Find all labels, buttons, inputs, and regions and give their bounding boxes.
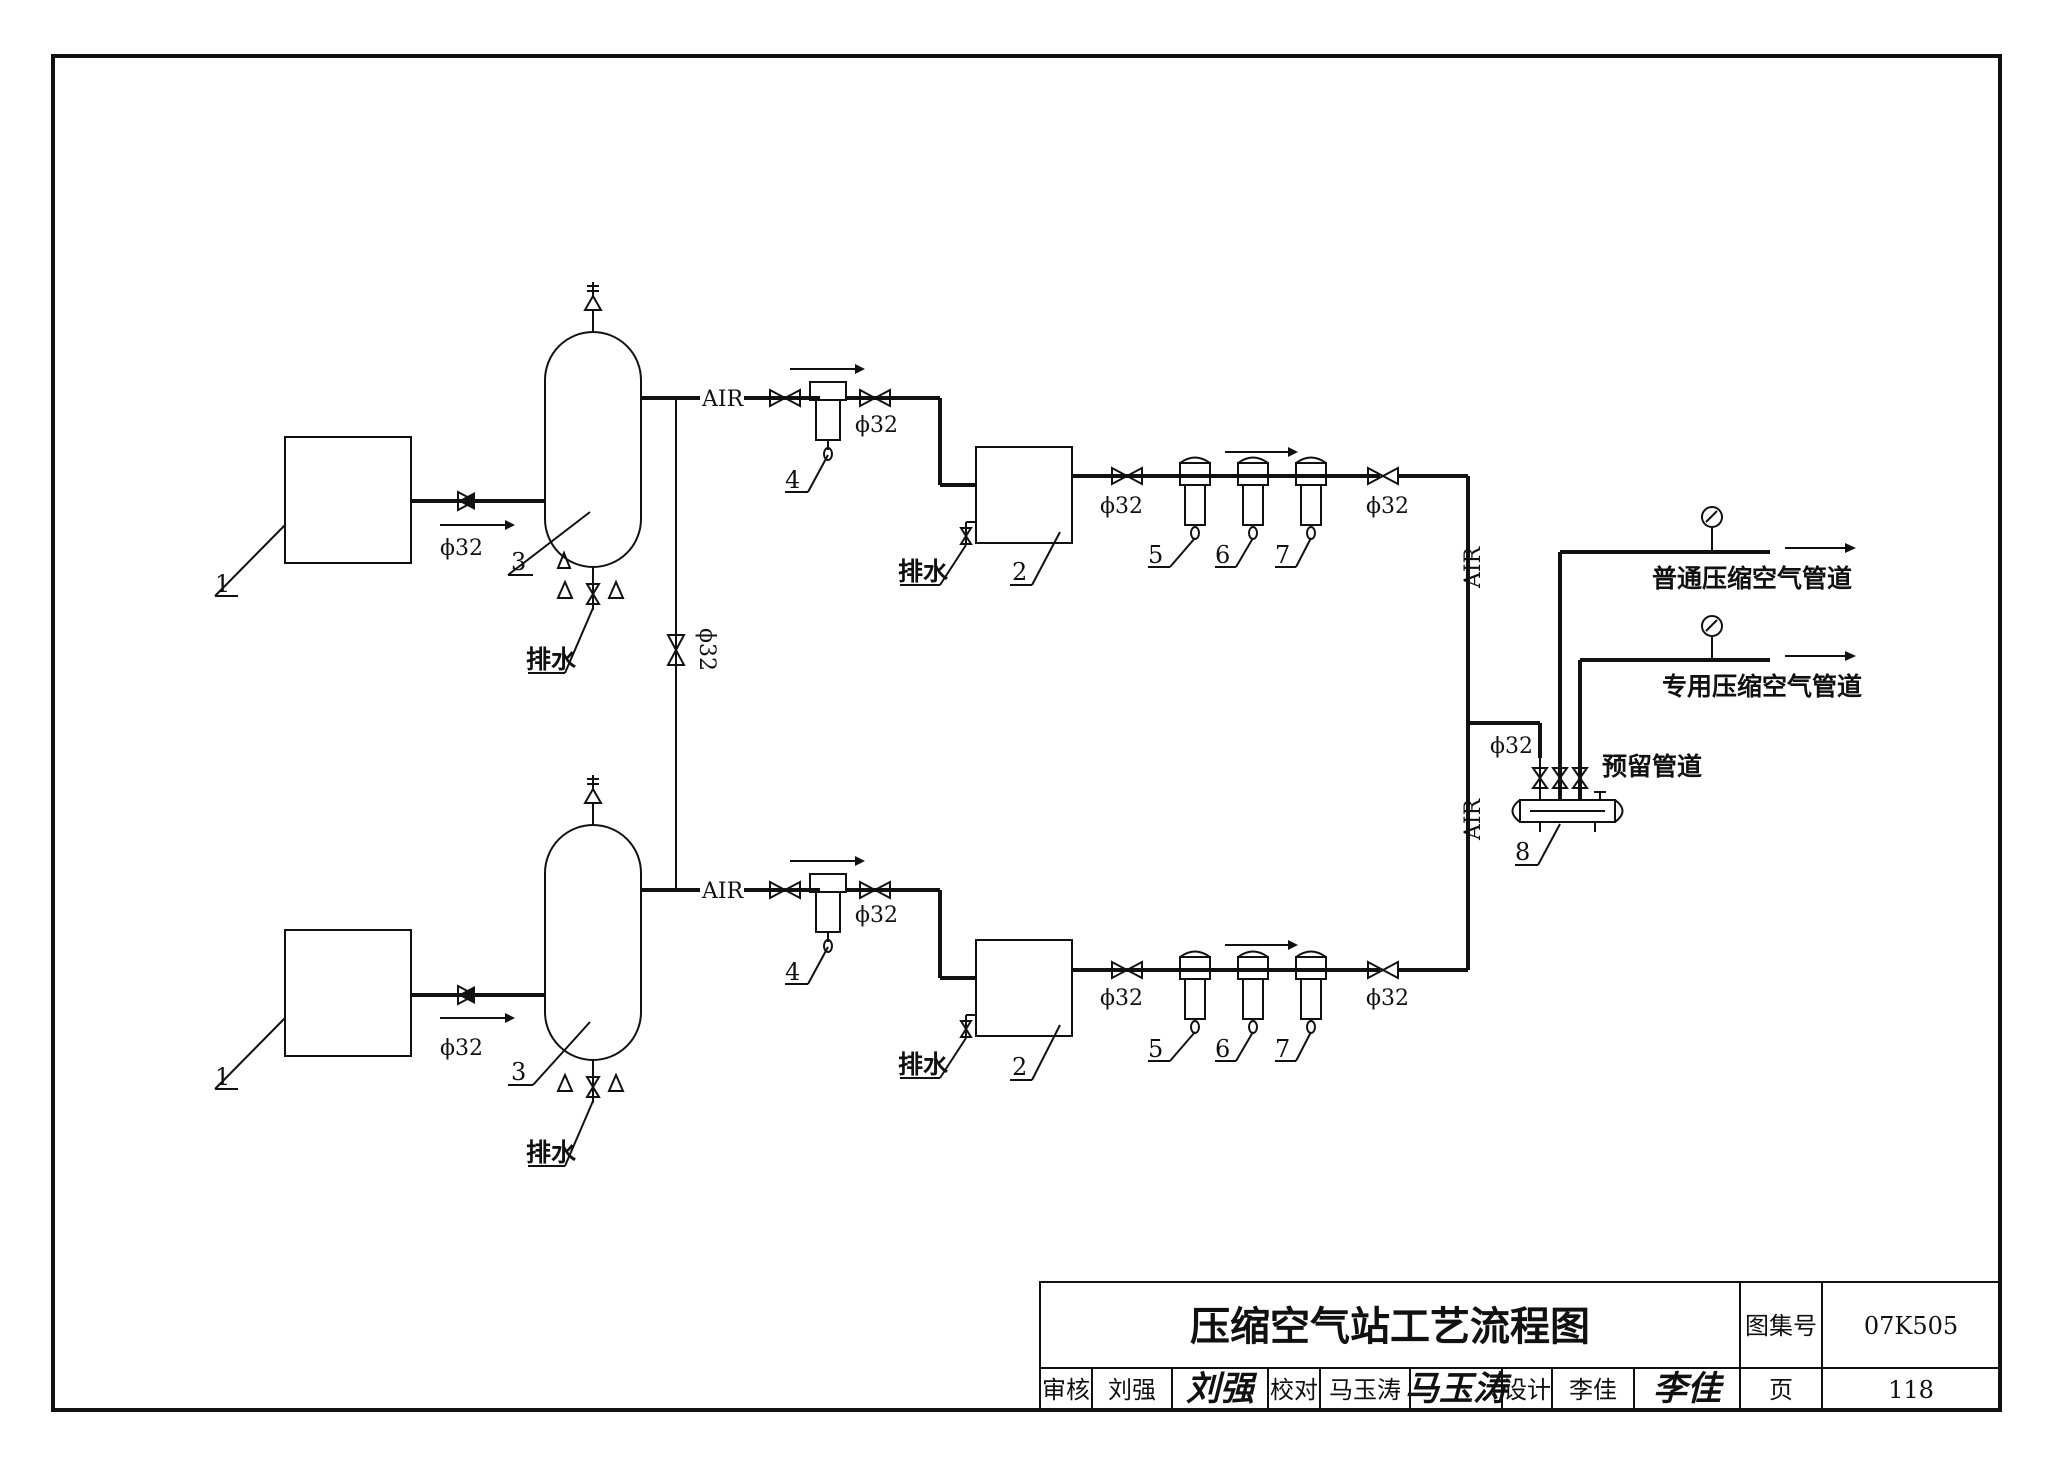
item-number: 5 [1148, 1035, 1163, 1063]
air-tank [544, 331, 642, 568]
item-number: 3 [511, 1058, 526, 1086]
air-tank [544, 824, 642, 1061]
pipe-size-label: ϕ32 [694, 628, 719, 671]
pipe-size-label: ϕ32 [855, 413, 898, 438]
designer-name: 李佳 [1569, 1376, 1617, 1404]
drain-label: 排水 [526, 645, 577, 674]
pipe-size-label: ϕ32 [1100, 494, 1143, 519]
lower-train: 1 ϕ32 3 排水 AIR [214, 775, 1468, 1167]
header-assembly: AIR AIR ϕ32 8 预留管道 普通压缩空气管道 [1461, 476, 1862, 970]
item-number: 7 [1275, 541, 1290, 569]
item-number: 7 [1275, 1035, 1290, 1063]
designer-signature: 李佳 [1653, 1369, 1725, 1409]
pipe-size-label: ϕ32 [440, 536, 483, 561]
filter-group [1179, 456, 1327, 540]
page-label: 页 [1769, 1376, 1793, 1404]
checker-signature: 马玉涛 [1405, 1369, 1512, 1409]
pressure-gauge-icon [1701, 506, 1723, 528]
distribution-header [1519, 799, 1616, 823]
air-label: AIR [701, 387, 745, 412]
air-label: AIR [1461, 797, 1486, 841]
compressor-box [284, 929, 412, 1057]
item-number: 3 [511, 548, 526, 576]
special-pipe-label: 专用压缩空气管道 [1662, 672, 1862, 701]
pipe-size-label: ϕ32 [440, 1036, 483, 1061]
item-number: 4 [785, 958, 800, 986]
air-label: AIR [1461, 545, 1486, 589]
reserved-pipe-label: 预留管道 [1602, 752, 1702, 781]
dryer-box [975, 939, 1073, 1037]
atlas-number: 07K505 [1864, 1312, 1958, 1340]
item-number: 2 [1012, 558, 1027, 586]
check-label: 校对 [1270, 1376, 1318, 1404]
filter-group [1179, 950, 1327, 1034]
review-label: 审核 [1042, 1376, 1090, 1404]
item-number: 1 [215, 1063, 230, 1091]
item-number: 5 [1148, 541, 1163, 569]
upper-train: 1 ϕ32 3 排水 AIR [214, 282, 1468, 674]
drawing-title: 压缩空气站工艺流程图 [1190, 1303, 1590, 1350]
compressor-box [284, 436, 412, 564]
dryer-box [975, 446, 1073, 544]
drawing-frame [51, 54, 2002, 1412]
pipe-size-label: ϕ32 [1366, 986, 1409, 1011]
item-number: 2 [1012, 1053, 1027, 1081]
item-number: 6 [1215, 1035, 1230, 1063]
checker-name: 马玉涛 [1329, 1376, 1401, 1404]
atlas-label: 图集号 [1745, 1312, 1817, 1340]
drain-label: 排水 [526, 1138, 577, 1167]
item-number: 1 [215, 570, 230, 598]
drain-label: 排水 [898, 557, 949, 586]
title-block: 压缩空气站工艺流程图 图集号 07K505 审核 刘强 刘强 校对 马玉涛 马玉… [1039, 1281, 2001, 1411]
reviewer-name: 刘强 [1108, 1376, 1156, 1404]
item-number: 8 [1515, 838, 1530, 866]
reviewer-signature: 刘强 [1186, 1369, 1258, 1409]
pipe-size-label: ϕ32 [855, 903, 898, 928]
general-pipe-label: 普通压缩空气管道 [1652, 564, 1852, 593]
air-label: AIR [701, 879, 745, 904]
drain-label: 排水 [898, 1050, 949, 1079]
item-number: 4 [785, 466, 800, 494]
pipe-size-label: ϕ32 [1490, 734, 1533, 759]
pressure-gauge-icon [1701, 615, 1723, 637]
pipe-size-label: ϕ32 [1366, 494, 1409, 519]
design-label: 设计 [1503, 1376, 1551, 1404]
pipe-size-label: ϕ32 [1100, 986, 1143, 1011]
page-number: 118 [1888, 1376, 1934, 1404]
item-number: 6 [1215, 541, 1230, 569]
